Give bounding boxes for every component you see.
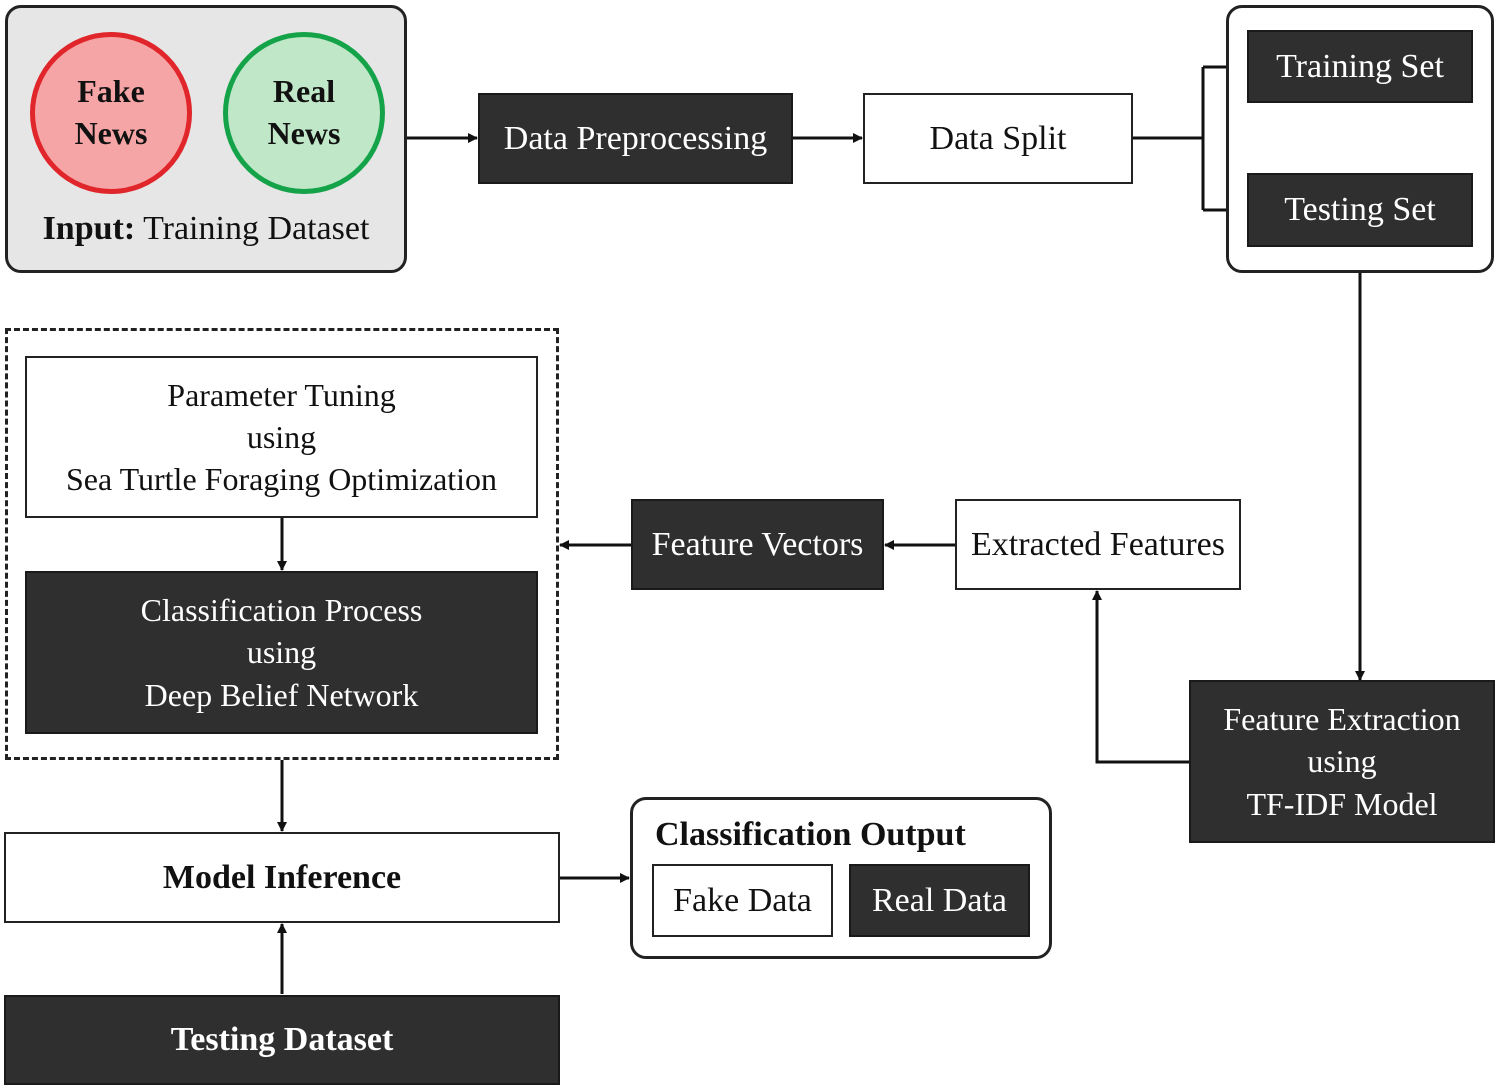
classification-output-title: Classification Output <box>655 816 966 853</box>
training-set-label: Training Set <box>1276 47 1444 85</box>
parameter-tuning-box: Parameter Tuning using Sea Turtle Foragi… <box>25 356 538 518</box>
feature-vectors-box: Feature Vectors <box>631 499 884 590</box>
classification-line-2: using <box>246 634 317 671</box>
input-caption-label: Input: <box>42 210 136 247</box>
real-data-box: Real Data <box>849 864 1030 937</box>
parameter-tuning-line-2: using <box>246 418 317 455</box>
fake-data-box: Fake Data <box>652 864 833 937</box>
testing-dataset-box: Testing Dataset <box>4 995 560 1085</box>
training-set-box: Training Set <box>1247 30 1473 103</box>
arrow-extraction-to-extracted <box>1092 590 1190 764</box>
real-news-circle: Real News <box>223 32 385 194</box>
feature-extraction-line-2: using <box>1307 743 1377 780</box>
model-inference-box: Model Inference <box>4 832 560 923</box>
input-caption: Input: Training Dataset <box>8 210 404 248</box>
feature-extraction-line-3: TF-IDF Model <box>1246 785 1438 822</box>
data-preprocessing-label: Data Preprocessing <box>503 119 768 157</box>
dbn-model-group <box>5 328 559 760</box>
classification-process-box: Classification Process using Deep Belief… <box>25 571 538 734</box>
fake-news-line-2: News <box>74 115 148 151</box>
model-inference-label: Model Inference <box>162 858 402 896</box>
data-split-box: Data Split <box>863 93 1133 184</box>
fake-news-line-1: Fake <box>77 73 145 110</box>
feature-vectors-label: Feature Vectors <box>651 525 864 563</box>
classification-line-1: Classification Process <box>140 592 423 629</box>
testing-set-label: Testing Set <box>1284 191 1436 229</box>
feature-extraction-line-1: Feature Extraction <box>1223 701 1461 738</box>
input-caption-text: Training Dataset <box>135 210 370 247</box>
feature-extraction-box: Feature Extraction using TF-IDF Model <box>1189 680 1495 843</box>
real-news-line-2: News <box>267 115 341 151</box>
fake-news-circle: Fake News <box>30 32 192 194</box>
classification-line-3: Deep Belief Network <box>144 676 419 713</box>
input-training-dataset-panel: Fake News Real News Input: Training Data… <box>5 5 407 273</box>
parameter-tuning-line-3: Sea Turtle Foraging Optimization <box>65 461 498 498</box>
extracted-features-box: Extracted Features <box>955 499 1241 590</box>
fake-data-label: Fake Data <box>673 881 812 919</box>
testing-dataset-label: Testing Dataset <box>170 1021 394 1059</box>
real-news-line-1: Real <box>272 73 336 110</box>
testing-set-box: Testing Set <box>1247 173 1473 247</box>
real-data-label: Real Data <box>872 881 1007 919</box>
data-split-label: Data Split <box>929 119 1067 157</box>
extracted-features-label: Extracted Features <box>971 525 1225 563</box>
data-preprocessing-box: Data Preprocessing <box>478 93 793 184</box>
parameter-tuning-line-1: Parameter Tuning <box>167 376 396 413</box>
